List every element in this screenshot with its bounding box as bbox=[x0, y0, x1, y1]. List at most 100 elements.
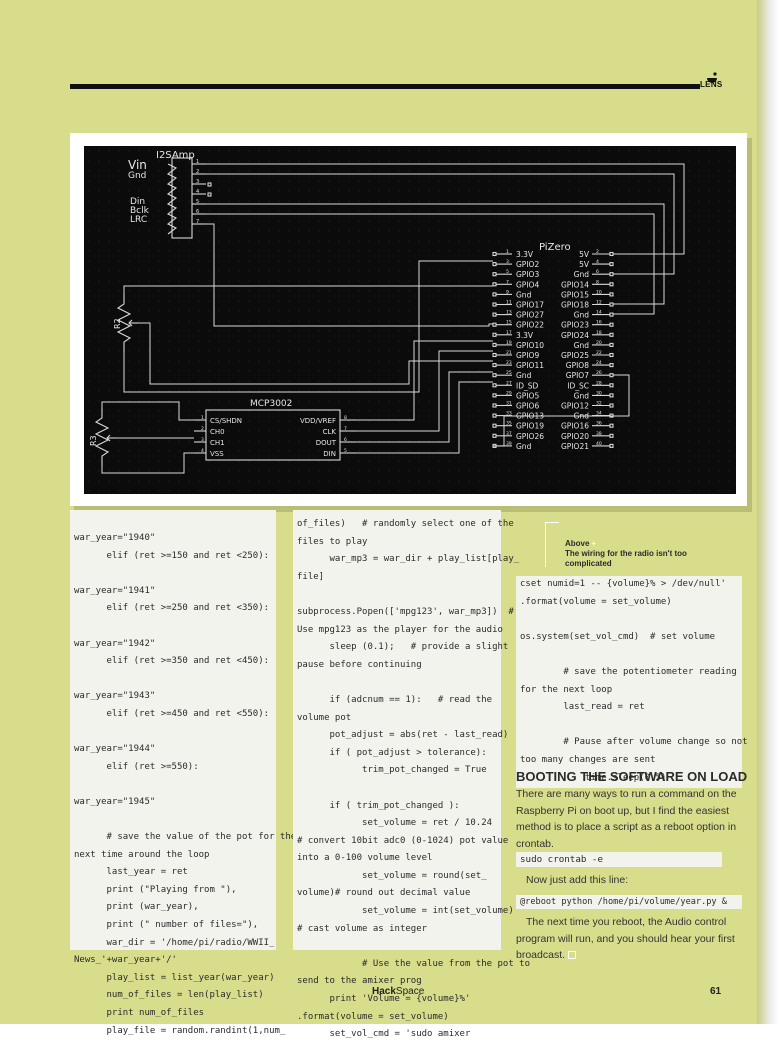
caption-marker bbox=[545, 522, 559, 567]
code-line bbox=[74, 671, 276, 689]
pi-left-pin-label: GPIO27 bbox=[516, 311, 544, 320]
code-line: pause before continuing bbox=[297, 659, 422, 670]
pi-left-pin-label: GPIO6 bbox=[516, 402, 539, 411]
pi-right-terminal bbox=[609, 292, 614, 297]
pi-right-pin-label: GPIO7 bbox=[566, 371, 589, 380]
pi-left-pin-number: 29 bbox=[506, 390, 512, 396]
pi-left-terminal bbox=[492, 393, 497, 398]
section-heading: BOOTING THE SOFTWARE ON LOAD bbox=[516, 769, 748, 784]
amp-title: I2SAmp bbox=[156, 150, 195, 161]
pi-right-pin-number: 24 bbox=[596, 360, 602, 366]
paragraph-2: Now just add this line: bbox=[526, 874, 629, 886]
wire-r2-bottom bbox=[123, 260, 493, 393]
code-line: war_year="1943" bbox=[74, 691, 156, 702]
pi-right-pin-label: Gnd bbox=[574, 391, 590, 400]
pi-right-pin-label: GPIO14 bbox=[561, 280, 589, 289]
code-line: set_volume = int(set_volume) bbox=[297, 906, 514, 917]
code-line: # Pause after volume change so not bbox=[520, 737, 748, 748]
wire-r2-wiper bbox=[138, 322, 493, 385]
mcp-left-number: 4 bbox=[201, 448, 204, 454]
code-line: war_mp3 = war_dir + play_list[play_ bbox=[297, 554, 520, 565]
code-line: elif (ret >=450 and ret <550): bbox=[74, 708, 270, 719]
code-line: Use mpg123 as the player for the audio bbox=[297, 624, 503, 635]
pi-left-terminal bbox=[492, 312, 497, 317]
pi-right-pin-number: 6 bbox=[596, 269, 599, 275]
pi-right-pin-label: Gnd bbox=[574, 311, 590, 320]
amp-body bbox=[171, 157, 193, 239]
code-line: play_file = random.randint(1,num_ bbox=[74, 1025, 286, 1036]
r3-arrow bbox=[106, 434, 111, 442]
r2-label: R2 bbox=[113, 318, 122, 329]
amp-pin-label: Vin bbox=[128, 158, 147, 172]
pi-left-pin-number: 9 bbox=[506, 289, 509, 295]
code-line: war_year="1941" bbox=[74, 585, 156, 596]
pi-left-terminal bbox=[492, 251, 497, 257]
pi-right-pin-number: 8 bbox=[596, 279, 599, 285]
code-line: elif (ret >=150 and ret <250): bbox=[74, 550, 270, 561]
pi-left-pin-label: ID_SD bbox=[516, 381, 538, 390]
pi-left-terminal bbox=[492, 383, 497, 388]
pi-left-terminal bbox=[492, 373, 497, 378]
pi-left-terminal bbox=[492, 403, 497, 408]
mcp-right-number: 7 bbox=[344, 426, 347, 432]
pi-right-pin-number: 26 bbox=[596, 370, 602, 376]
code-line bbox=[74, 565, 276, 583]
code-line: elif (ret >=550): bbox=[74, 761, 199, 772]
amp-terminal bbox=[207, 192, 212, 197]
pi-left-pin-label: GPIO9 bbox=[516, 351, 539, 360]
pi-right-terminal bbox=[609, 383, 614, 388]
pi-right-terminal bbox=[609, 443, 614, 448]
r3-zigzag bbox=[94, 408, 110, 466]
code-line: if (adcnum == 1): # read the bbox=[297, 694, 493, 705]
code-line: volume pot bbox=[297, 712, 352, 723]
r3-label: R3 bbox=[89, 435, 98, 446]
pi-right-terminal bbox=[609, 393, 614, 398]
wire-r2-top bbox=[123, 285, 493, 294]
wire-bclk bbox=[206, 213, 655, 315]
code-line: pot_adjust = abs(ret - last_read) bbox=[297, 730, 509, 741]
amp-pin-number: 5 bbox=[196, 199, 199, 205]
pi-left-terminal bbox=[492, 363, 497, 368]
code-line: # Use the value from the pot to bbox=[297, 958, 530, 969]
mcp-right-label: DOUT bbox=[316, 439, 337, 447]
code-line: time.sleep(0.5) bbox=[520, 772, 667, 783]
pi-left-pin-label: GPIO2 bbox=[516, 260, 539, 269]
code-line: for the next loop bbox=[520, 684, 613, 695]
mcp-left-number: 2 bbox=[201, 426, 204, 432]
pi-left-pin-label: GPIO17 bbox=[516, 301, 544, 310]
pi-left-pin-number: 19 bbox=[506, 340, 512, 346]
code-line: # convert 10bit adc0 (0-1024) pot value bbox=[297, 835, 509, 846]
pi-left-pin-label: GPIO4 bbox=[516, 280, 539, 289]
mcp-left-label: CH0 bbox=[210, 428, 225, 436]
pi-left-terminal bbox=[492, 332, 497, 337]
pi-left-pin-label: Gnd bbox=[516, 290, 532, 299]
header-rule bbox=[70, 84, 700, 89]
code-line: num_of_files = len(play_list) bbox=[74, 990, 264, 1001]
pi-left-pin-label: GPIO26 bbox=[516, 432, 544, 441]
mcp-left-label: VSS bbox=[210, 450, 224, 458]
pi-right-pin-label: GPIO12 bbox=[561, 402, 589, 411]
wire-clk bbox=[356, 350, 493, 432]
amp-terminal bbox=[207, 182, 212, 187]
amp-pin-number: 1 bbox=[196, 159, 199, 165]
pi-left-pin-label: Gnd bbox=[516, 442, 532, 451]
code-line: volume)# round out decimal value bbox=[297, 888, 471, 899]
code-line bbox=[74, 618, 276, 636]
pi-left-pin-number: 11 bbox=[506, 300, 512, 306]
pi-left-pin-number: 15 bbox=[506, 320, 512, 326]
pi-right-pin-number: 4 bbox=[596, 259, 599, 265]
pi-right-terminal bbox=[609, 272, 614, 277]
pi-right-pin-label: GPIO20 bbox=[561, 432, 589, 441]
mcp-right-label: VDD/VREF bbox=[300, 417, 336, 425]
code-line: print ("Playing from "), bbox=[74, 884, 237, 895]
pi-right-pin-label: GPIO16 bbox=[561, 422, 589, 431]
paragraph-3: The next time you reboot, the Audio cont… bbox=[516, 914, 741, 964]
pi-right-pin-label: 5V bbox=[579, 260, 590, 269]
pi-left-pin-number: 31 bbox=[506, 401, 512, 407]
amp-pin-number: 7 bbox=[196, 219, 199, 225]
code-line: subprocess.Popen(['mpg123', war_mp3]) # bbox=[297, 606, 514, 617]
code-line: # save the value of the pot for the bbox=[74, 832, 297, 843]
wire-vdd bbox=[356, 340, 493, 421]
code-line: last_read = ret bbox=[520, 702, 645, 713]
